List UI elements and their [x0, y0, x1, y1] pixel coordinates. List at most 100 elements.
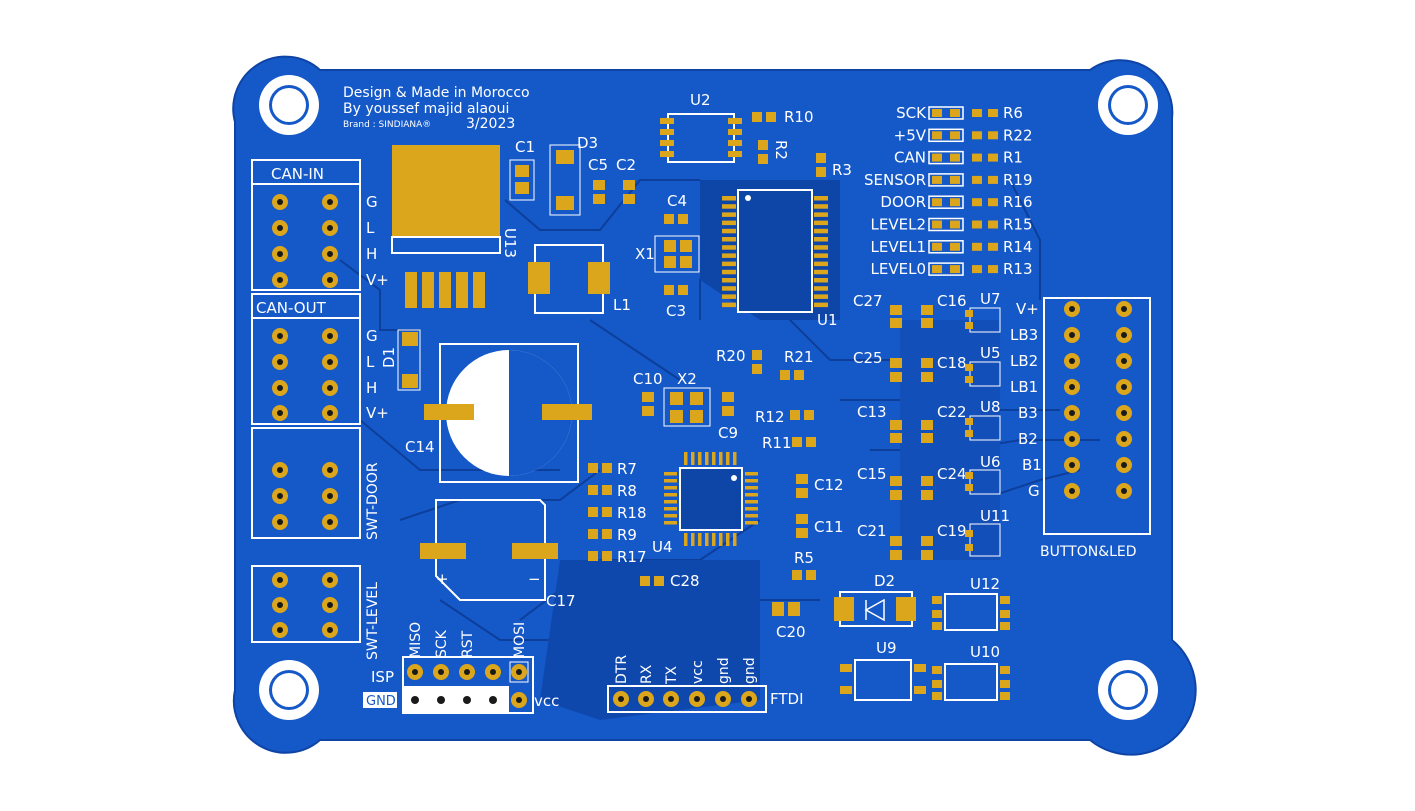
- ground-pour-3: [540, 560, 760, 720]
- d3-label: D3: [577, 134, 598, 152]
- c20: C20: [772, 602, 806, 641]
- u5-label: U5: [980, 344, 1001, 362]
- c24: C24: [921, 465, 967, 500]
- u9: U9: [840, 639, 926, 701]
- button-led-pin-lb3: LB3: [1010, 326, 1038, 344]
- signal-label: LEVEL1: [871, 238, 926, 256]
- c19: C19: [921, 522, 967, 560]
- ftdi-pin-gnd-2: gnd: [742, 657, 758, 684]
- mounting-holes: [259, 75, 1158, 720]
- c14-capacitor: C14: [405, 343, 592, 483]
- mounting-hole-bl: [259, 660, 319, 720]
- ftdi-pin-dtr: DTR: [614, 655, 630, 684]
- board-brand: Brand : SINDIANA®: [343, 120, 431, 130]
- c15-label: C15: [857, 465, 887, 483]
- c15: C15: [857, 465, 902, 500]
- r3: R3: [816, 153, 852, 179]
- u1: U1: [722, 189, 838, 329]
- u9-label: U9: [876, 639, 897, 657]
- isp-pin-miso: MISO: [408, 622, 424, 658]
- r-stack-label: R17: [617, 548, 647, 566]
- c5-label: C5: [588, 156, 608, 174]
- can-out-pin-g: G: [366, 327, 378, 345]
- l1-label: L1: [613, 296, 631, 314]
- c1-label: C1: [515, 138, 535, 156]
- d1-label: D1: [380, 347, 398, 368]
- u11-label: U11: [980, 507, 1010, 525]
- swt-level-title: SWT-LEVEL: [365, 582, 381, 660]
- c18-label: C18: [937, 354, 967, 372]
- c28-label: C28: [670, 572, 700, 590]
- ftdi-pin-vcc: vcc: [690, 660, 706, 684]
- u7: U7: [965, 290, 1001, 333]
- button-led-pin-lb2: LB2: [1010, 352, 1038, 370]
- c12: C12: [796, 474, 844, 498]
- c27: C27: [853, 292, 902, 328]
- can-out-title: CAN-OUT: [256, 299, 327, 317]
- c21: C21: [857, 522, 902, 560]
- c28: C28: [640, 572, 700, 590]
- board-date: 3/2023: [466, 116, 515, 132]
- signal-label: LEVEL0: [871, 260, 926, 278]
- isp-vcc-label: vcc: [534, 692, 559, 710]
- c3: C3: [664, 285, 688, 320]
- c14-label: C14: [405, 438, 435, 456]
- can-in-pin-g: G: [366, 193, 378, 211]
- signal-label: +5V: [894, 126, 927, 144]
- swt-level-connector: SWT-LEVEL: [251, 565, 381, 660]
- button-led-pin-g: G: [1028, 482, 1040, 500]
- resistor-label: R14: [1003, 238, 1033, 256]
- signal-label: CAN: [894, 149, 926, 167]
- button-led-title: BUTTON&LED: [1040, 544, 1137, 560]
- u2: U2: [660, 91, 742, 163]
- u1-label: U1: [817, 311, 838, 329]
- c20-label: C20: [776, 623, 806, 641]
- signal-label: LEVEL2: [871, 216, 926, 234]
- resistor-label: R15: [1003, 216, 1033, 234]
- x2-crystal: X2: [663, 370, 711, 427]
- button-led-pin-lb1: LB1: [1010, 378, 1038, 396]
- r-stack-label: R7: [617, 460, 637, 478]
- r21: R21: [780, 348, 814, 380]
- r-stack-label: R18: [617, 504, 647, 522]
- u2-label: U2: [690, 91, 711, 109]
- u13-regulator: U13: [391, 145, 519, 308]
- board-text-line-1: Design & Made in Morocco: [343, 85, 530, 101]
- button-led-pin-b2: B2: [1018, 430, 1038, 448]
- u11: U11: [965, 507, 1010, 557]
- u4-label: U4: [652, 538, 673, 556]
- c9: C9: [718, 392, 738, 442]
- can-out-pin-l: L: [366, 353, 375, 371]
- mounting-hole-br: [1098, 660, 1158, 720]
- x1-label: X1: [635, 245, 655, 263]
- c16-label: C16: [937, 292, 967, 310]
- c11-label: C11: [814, 518, 844, 536]
- c13-label: C13: [857, 403, 887, 421]
- button-led-pin-b3: B3: [1018, 404, 1038, 422]
- r20-label: R20: [716, 347, 746, 365]
- c1: C1: [509, 138, 535, 201]
- c22-label: C22: [937, 403, 967, 421]
- c9-label: C9: [718, 424, 738, 442]
- isp-pin-rst: RST: [460, 630, 476, 658]
- r2: R2: [758, 140, 790, 164]
- d2: D2: [834, 572, 916, 627]
- u8: U8: [965, 398, 1001, 441]
- ftdi-header: FTDI DTR RX TX vcc gnd gnd: [607, 655, 804, 713]
- c10-label: C10: [633, 370, 663, 388]
- u13-label: U13: [501, 228, 519, 258]
- c25-label: C25: [853, 349, 883, 367]
- r10-label: R10: [784, 108, 814, 126]
- u6: U6: [965, 453, 1001, 495]
- button-led-connector: BUTTON&LED V+ LB3 LB2 LB1 B3 B2 B1 G: [1010, 297, 1151, 560]
- can-in-pin-h: H: [366, 245, 377, 263]
- can-out-pin-h: H: [366, 379, 377, 397]
- x1-crystal: X1: [635, 235, 700, 273]
- can-in-pin-v: V+: [366, 271, 389, 289]
- r5-label: R5: [794, 549, 814, 567]
- c27-label: C27: [853, 292, 883, 310]
- r10: R10: [752, 108, 814, 126]
- signal-label: SCK: [896, 104, 927, 122]
- u12: U12: [932, 575, 1010, 631]
